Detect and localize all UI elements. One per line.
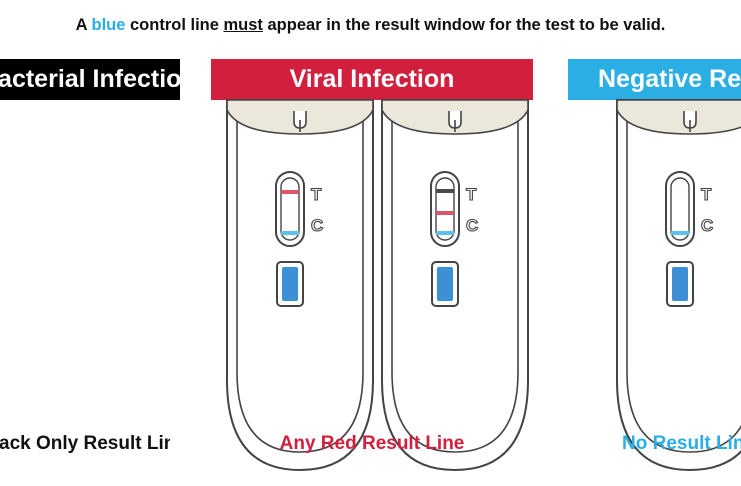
control-label: C [466, 216, 478, 235]
device-body: TC [381, 99, 529, 472]
sample-well [672, 267, 688, 301]
sample-well [437, 267, 453, 301]
device-inner-rail [236, 100, 364, 453]
result-line-blue [281, 231, 299, 235]
device-cap [616, 99, 741, 135]
result-window-inner [670, 177, 690, 241]
banner-viral-infection: Viral Infection [211, 59, 533, 100]
result-window-inner [280, 177, 300, 241]
instruction-headline: A blue control line must appear in the r… [0, 16, 741, 35]
test-label: T [311, 185, 322, 204]
result-line-blue [436, 231, 454, 235]
control-label: C [311, 216, 323, 235]
result-window-inner [435, 177, 455, 241]
result-line-black [436, 189, 454, 193]
banner-negative-result: Negative Result [568, 59, 741, 100]
sample-well [282, 267, 298, 301]
caption-viral: Any Red Result Line [279, 433, 465, 454]
device-body: TC [226, 99, 374, 472]
test-device-viral-2: TC [381, 99, 529, 472]
caption-bacterial: Black Only Result Line [0, 433, 170, 454]
test-device-viral-1: TC [226, 99, 374, 472]
test-device-negative: TC [616, 99, 741, 472]
test-device-bacterial: TC [0, 0, 160, 486]
device-inner-rail [626, 100, 741, 453]
device-body: TC [616, 99, 741, 472]
caption-negative: No Result Line [622, 433, 741, 454]
headline-must-word: must [223, 16, 263, 34]
headline-part-1: A [75, 16, 92, 34]
headline-part-3: appear in the result window for the test… [262, 16, 666, 34]
headline-part-2: control line [125, 16, 224, 34]
banner-bacterial-infection: Bacterial Infection [0, 59, 180, 100]
result-line-red [281, 190, 299, 194]
result-line-red [436, 211, 454, 215]
control-label: C [701, 216, 713, 235]
test-label: T [701, 185, 712, 204]
device-inner-rail [391, 100, 519, 453]
result-line-blue [671, 231, 689, 235]
headline-blue-word: blue [91, 16, 126, 34]
test-label: T [466, 185, 477, 204]
